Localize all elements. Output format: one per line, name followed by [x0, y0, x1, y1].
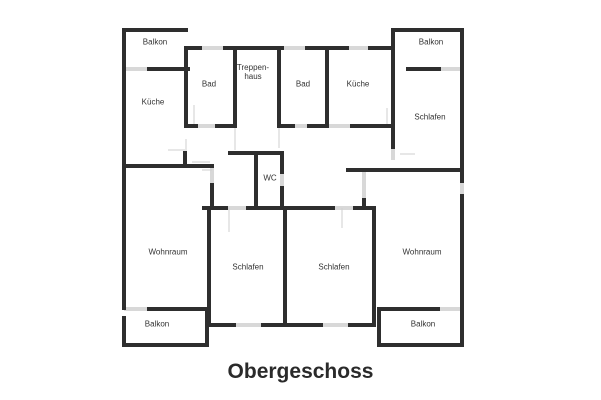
- room-label-wc: WC: [263, 173, 277, 183]
- room-label-schlafen-sw: Schlafen: [232, 262, 264, 272]
- floor-title: Obergeschoss: [227, 360, 374, 383]
- room-label-schlafen-ne: Schlafen: [414, 112, 446, 122]
- room-label-balkon-se: Balkon: [410, 319, 436, 329]
- room-label-schlafen-se: Schlafen: [318, 262, 350, 272]
- room-label-wohnraum-e: Wohnraum: [402, 247, 442, 257]
- room-label-kueche-e: Küche: [346, 79, 370, 89]
- room-label-balkon-ne: Balkon: [418, 37, 444, 47]
- room-label-bad-w: Bad: [201, 79, 217, 89]
- walls: [122, 28, 464, 347]
- room-label-wohnraum-w: Wohnraum: [148, 247, 188, 257]
- room-label-balkon-sw: Balkon: [144, 319, 170, 329]
- room-label-balkon-nw: Balkon: [142, 37, 168, 47]
- room-label-bad-e: Bad: [295, 79, 311, 89]
- room-label-treppenhaus: Treppen-haus: [236, 63, 270, 81]
- door-swings: [168, 105, 415, 232]
- windows: [122, 46, 464, 327]
- room-label-kueche-w: Küche: [141, 97, 165, 107]
